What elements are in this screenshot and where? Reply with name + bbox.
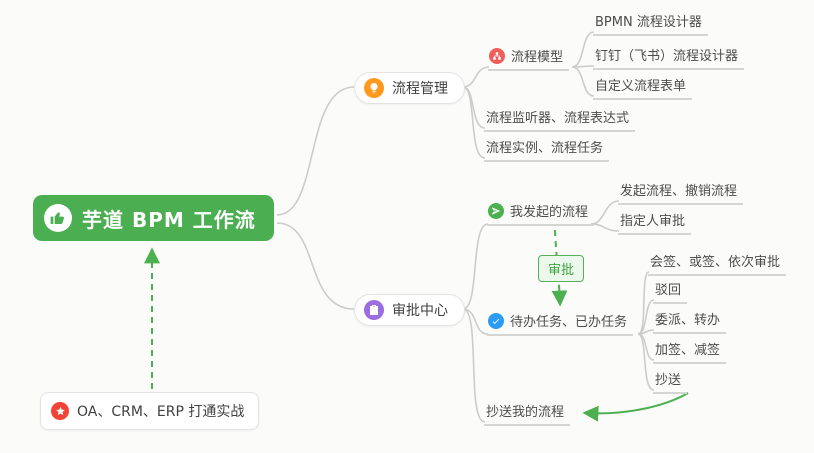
connector-root-to-approval-center bbox=[276, 222, 355, 310]
connector-approval-center-to-cc-my bbox=[462, 308, 486, 423]
connector-my-initiated-to-initiate-cancel bbox=[590, 200, 620, 225]
node-process-instance-task[interactable]: 流程实例、流程任务 bbox=[484, 135, 610, 162]
branch-approval-label: 审批中心 bbox=[392, 303, 448, 319]
node-reject[interactable]: 驳回 bbox=[653, 277, 688, 304]
lightbulb-icon bbox=[364, 78, 384, 98]
node-custom-process-form[interactable]: 自定义流程表单 bbox=[593, 73, 693, 100]
node-approval-center[interactable]: 审批中心 bbox=[354, 294, 465, 326]
node-add-remove-sign[interactable]: 加签、减签 bbox=[653, 337, 727, 364]
branch-process-label: 流程管理 bbox=[392, 81, 448, 97]
connector-my-initiated-to-assignee-approval bbox=[590, 223, 620, 232]
approval-relationship-label[interactable]: 审批 bbox=[538, 255, 585, 282]
connector-process-management-to-model bbox=[462, 66, 490, 88]
node-cc-my-processes[interactable]: 抄送我的流程 bbox=[484, 399, 571, 426]
connector-model-to-bpmn bbox=[571, 31, 595, 68]
connector-process-management-to-listener bbox=[462, 86, 486, 129]
connector-tasks-to-reject bbox=[637, 299, 655, 335]
node-cc[interactable]: 抄送 bbox=[653, 367, 688, 394]
node-process-management[interactable]: 流程管理 bbox=[354, 72, 465, 104]
node-initiate-cancel-process[interactable]: 发起流程、撤销流程 bbox=[618, 178, 744, 205]
arrow-cc-to-cc-my bbox=[582, 392, 689, 422]
node-assignee-approval[interactable]: 指定人审批 bbox=[618, 208, 692, 235]
connector-tasks-to-countersign bbox=[637, 271, 650, 335]
node-oa-crm-erp-practice[interactable]: OA、CRM、ERP 打通实战 bbox=[40, 392, 260, 430]
connector-approval-center-to-tasks bbox=[462, 308, 489, 335]
node-bpmn-designer[interactable]: BPMN 流程设计器 bbox=[593, 9, 708, 36]
connector-process-management-to-instance bbox=[462, 86, 486, 159]
model-icon bbox=[489, 47, 505, 64]
connector-tasks-to-cc bbox=[637, 333, 655, 391]
connector-tasks-to-add-sign bbox=[637, 333, 655, 361]
node-my-initiated-label: 我发起的流程 bbox=[510, 205, 589, 220]
send-icon bbox=[488, 202, 504, 219]
node-todo-done-tasks[interactable]: 待办任务、已办任务 bbox=[487, 309, 634, 336]
node-countersign-orsign-sequential[interactable]: 会签、或签、依次审批 bbox=[648, 249, 787, 276]
connector-approval-center-to-my-initiated bbox=[462, 223, 489, 310]
check-icon bbox=[488, 312, 504, 329]
thumbs-up-icon bbox=[44, 204, 72, 232]
clipboard-icon bbox=[364, 300, 384, 320]
node-process-model-label: 流程模型 bbox=[511, 50, 564, 65]
connector-root-to-process-management bbox=[276, 86, 355, 216]
connector-model-to-custom-form bbox=[571, 66, 595, 97]
root-node-label: 芋道 BPM 工作流 bbox=[82, 207, 256, 232]
star-icon bbox=[51, 402, 69, 420]
node-delegate-transfer[interactable]: 委派、转办 bbox=[653, 307, 727, 334]
root-node-yudao-bpm[interactable]: 芋道 BPM 工作流 bbox=[33, 195, 274, 241]
node-practice-label: OA、CRM、ERP 打通实战 bbox=[77, 404, 245, 420]
node-dingtalk-feishu-designer[interactable]: 钉钉（飞书）流程设计器 bbox=[593, 43, 745, 70]
node-todo-done-label: 待办任务、已办任务 bbox=[510, 315, 628, 330]
node-process-listener-expression[interactable]: 流程监听器、流程表达式 bbox=[484, 105, 636, 132]
connector-model-to-dingtalk bbox=[571, 65, 595, 68]
node-process-model[interactable]: 流程模型 bbox=[488, 44, 570, 71]
node-my-initiated-processes[interactable]: 我发起的流程 bbox=[487, 199, 595, 226]
